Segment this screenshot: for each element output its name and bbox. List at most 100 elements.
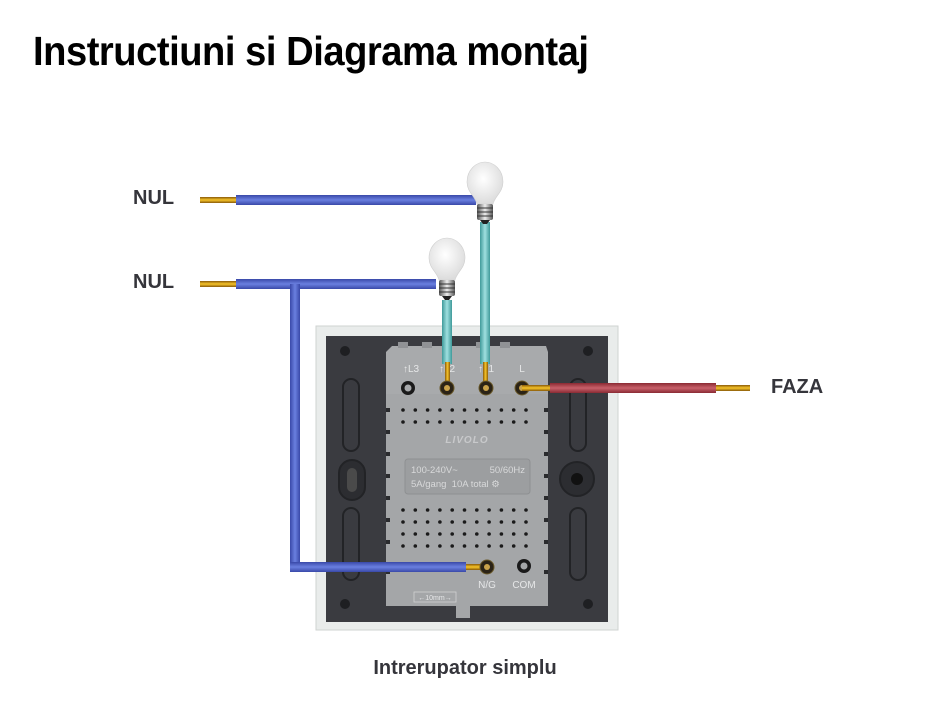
vent-hole (450, 520, 455, 524)
vent-hole (413, 544, 418, 548)
vent-hole (413, 508, 418, 512)
vent-hole (462, 508, 467, 512)
vent-hole (487, 532, 491, 536)
vent-hole (401, 520, 405, 524)
vent-hole (438, 420, 442, 424)
vent-hole (413, 408, 418, 412)
vent-hole (524, 520, 528, 524)
vent-hole (462, 420, 467, 424)
vent-hole (511, 420, 516, 424)
vent-hole (475, 508, 479, 512)
vent-hole (438, 408, 442, 412)
neutral-bottom-label: NUL (133, 271, 175, 293)
vent-hole (462, 532, 467, 536)
vent-hole (450, 420, 455, 424)
vent-hole (425, 532, 430, 536)
phase-wire (514, 380, 750, 396)
module-notch (544, 518, 548, 522)
vent-hole (475, 408, 479, 412)
light-bulb-icon (428, 237, 466, 300)
switch-module: LIVOLO 100-240V~ 50/60Hz 5A/gang 10A tot… (386, 342, 548, 618)
terminal-label-l3: ↑L3 (403, 364, 420, 375)
module-notch (386, 452, 390, 456)
terminal-label-ng: N/G (478, 580, 496, 591)
page-title: Instructiuni si Diagrama montaj (33, 28, 589, 74)
vent-hole (475, 520, 479, 524)
vent-hole (462, 408, 467, 412)
brand-logo: LIVOLO (445, 435, 488, 446)
vent-hole (524, 508, 528, 512)
module-notch (386, 518, 390, 522)
rating-frequency: 50/60Hz (490, 465, 526, 476)
vent-hole (450, 508, 455, 512)
vent-hole (413, 520, 418, 524)
vent-hole (511, 520, 516, 524)
vent-hole (438, 532, 442, 536)
module-notch (544, 452, 548, 456)
vent-hole (425, 520, 430, 524)
vent-hole (499, 508, 504, 512)
vent-hole (475, 420, 479, 424)
vent-hole (450, 544, 455, 548)
vent-hole (425, 420, 430, 424)
vent-hole (511, 508, 516, 512)
vent-hole (401, 408, 405, 412)
rating-current: 5A/gang 10A total ⚙ (411, 479, 500, 490)
phase-label: FAZA (771, 376, 824, 398)
vent-hole (401, 544, 405, 548)
vent-hole (487, 420, 491, 424)
vent-hole (462, 544, 467, 548)
vent-hole (524, 420, 528, 424)
vent-hole (487, 544, 491, 548)
vent-hole (425, 508, 430, 512)
vent-hole (450, 532, 455, 536)
vent-hole (450, 408, 455, 412)
module-notch (544, 408, 548, 412)
module-notch (386, 430, 390, 434)
terminal-com-empty (517, 559, 531, 573)
neutral-top-label: NUL (133, 187, 175, 209)
vent-hole (499, 532, 504, 536)
module-notch (544, 496, 548, 500)
light-bulb-icon (466, 161, 504, 224)
vent-hole (401, 532, 405, 536)
vent-hole (425, 544, 430, 548)
vent-hole (438, 544, 442, 548)
module-notch (386, 474, 390, 478)
module-notch (386, 408, 390, 412)
vent-hole (511, 408, 516, 412)
module-notch (544, 430, 548, 434)
load-wire-l2 (439, 300, 455, 396)
vent-hole (524, 532, 528, 536)
rating-voltage: 100-240V~ (411, 465, 458, 476)
terminal-label-com: COM (512, 580, 535, 591)
vent-hole (413, 420, 418, 424)
vent-hole (524, 408, 528, 412)
vent-hole (401, 420, 405, 424)
vent-hole (462, 520, 467, 524)
vent-hole (425, 408, 430, 412)
terminal-l3-empty (401, 381, 415, 395)
vent-hole (487, 520, 491, 524)
vent-hole (499, 544, 504, 548)
terminal-label-l: L (519, 364, 525, 375)
module-notch (544, 474, 548, 478)
vent-hole (401, 508, 405, 512)
vent-hole (475, 544, 479, 548)
strip-length-label: ←10mm→ (418, 595, 451, 602)
vent-hole (438, 520, 442, 524)
vent-hole (438, 508, 442, 512)
vent-hole (499, 420, 504, 424)
vent-hole (413, 532, 418, 536)
vent-hole (524, 544, 528, 548)
module-notch (544, 570, 548, 574)
vent-hole (499, 408, 504, 412)
module-notch (544, 540, 548, 544)
module-notch (386, 540, 390, 544)
module-notch (386, 496, 390, 500)
load-wire-l1 (478, 222, 494, 396)
neutral-wire-top (200, 195, 476, 205)
vent-hole (511, 544, 516, 548)
neutral-wire-bottom (200, 279, 495, 575)
